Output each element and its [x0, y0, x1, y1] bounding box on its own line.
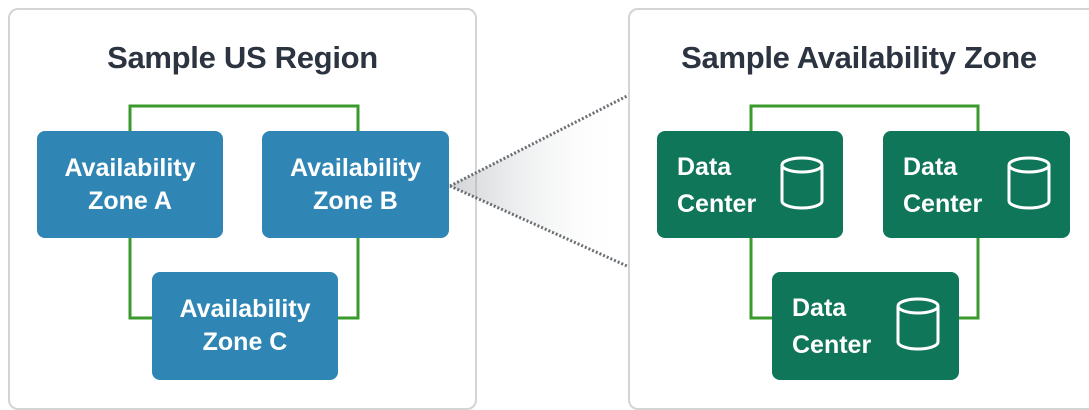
- data-center-3-line2: Center: [792, 331, 872, 359]
- region-title: Sample US Region: [107, 40, 378, 75]
- data-center-2-line2: Center: [903, 190, 983, 218]
- database-cylinder-icon: [780, 156, 824, 210]
- data-center-1: Data Center: [657, 131, 843, 238]
- database-cylinder-icon: [896, 297, 940, 351]
- database-cylinder-icon: [1007, 156, 1051, 210]
- data-center-2-label: Data Center: [903, 149, 982, 223]
- data-center-3-label: Data Center: [792, 290, 871, 364]
- availability-zone-a: Availability Zone A: [37, 131, 223, 238]
- availability-zone-title: Sample Availability Zone: [681, 40, 1037, 75]
- availability-zone-c: Availability Zone C: [152, 272, 338, 380]
- availability-zone-a-line1: Availability: [64, 153, 196, 182]
- availability-zone-b-line2: Zone B: [313, 186, 398, 215]
- availability-zone-b-line1: Availability: [289, 153, 422, 182]
- data-center-3: Data Center: [772, 272, 959, 380]
- availability-zone-c-line2: Zone C: [202, 328, 288, 356]
- data-center-2-line1: Data: [903, 153, 958, 181]
- data-center-1-line2: Center: [677, 190, 757, 218]
- availability-zone-b: Availability Zone B: [262, 131, 449, 238]
- data-center-3-line1: Data: [792, 294, 847, 322]
- data-center-1-label: Data Center: [677, 149, 756, 223]
- availability-zone-c-line1: Availability: [179, 295, 311, 323]
- data-center-1-line1: Data: [677, 153, 732, 181]
- data-center-2: Data Center: [883, 131, 1070, 238]
- availability-zone-a-line2: Zone A: [88, 186, 172, 215]
